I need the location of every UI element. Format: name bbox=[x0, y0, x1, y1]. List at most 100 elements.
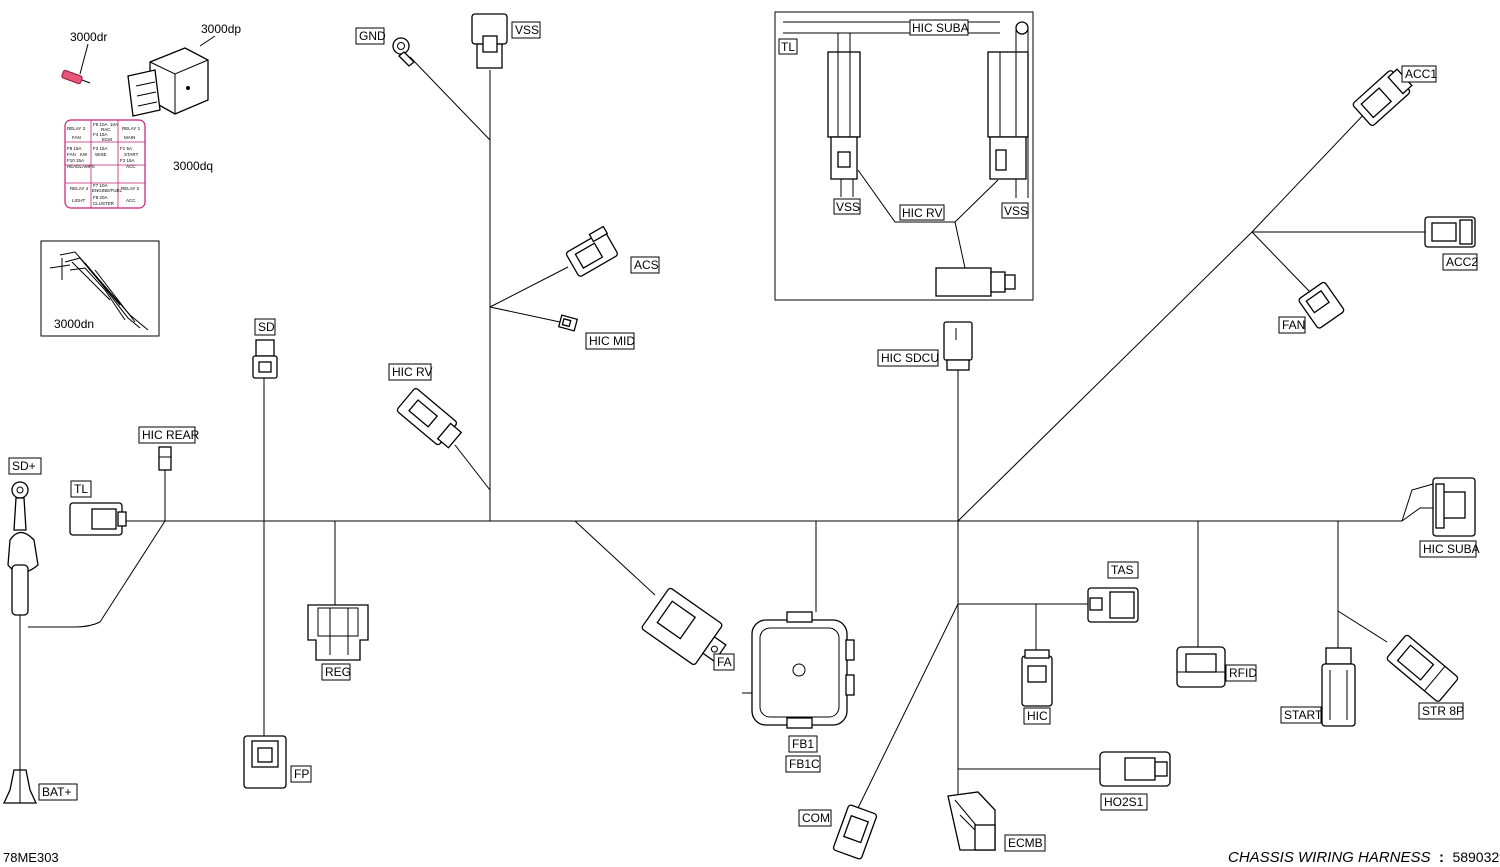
fuse-cell: FAN bbox=[67, 152, 76, 157]
fuse-box-3000dp: 3000dp bbox=[127, 22, 241, 117]
fuse-cell: WISE bbox=[95, 152, 107, 157]
drawing-id: 78ME303 bbox=[3, 850, 59, 865]
fuse-cell: RELAY 2 bbox=[121, 186, 140, 191]
fuse-cell: F3 15A bbox=[93, 146, 108, 151]
gnd-ring-terminal bbox=[392, 37, 415, 67]
str-8p-connector bbox=[1386, 634, 1459, 702]
fuse-cell: F4 15A bbox=[93, 132, 108, 137]
fuse-chart-cells: RELAY 3 F5 10A RAC 10A RELAY 1 FAN F4 15… bbox=[67, 122, 141, 206]
label-hic-suba: HIC SUBA bbox=[1423, 542, 1480, 556]
label-hic-rear: HIC REAR bbox=[142, 428, 200, 442]
sd-plus-terminal bbox=[7, 481, 39, 616]
fb1-fuse-box bbox=[742, 611, 855, 729]
hic-suba-connector bbox=[1432, 477, 1476, 537]
footer-separator: : bbox=[1439, 849, 1444, 866]
fuse-cell: 10A bbox=[110, 122, 118, 127]
inset-label-tl: TL bbox=[781, 40, 795, 54]
label-bat-plus: BAT+ bbox=[42, 785, 71, 799]
fuse-cell: F1 5A bbox=[120, 146, 132, 151]
fuse-cell: F9 15A bbox=[67, 146, 82, 151]
fuse-3000dr: 3000dr bbox=[61, 30, 107, 85]
fuse-part-number: 3000dr bbox=[70, 30, 107, 44]
acc1-connector bbox=[1352, 68, 1413, 127]
label-start: START bbox=[1284, 708, 1323, 722]
label-acs: ACS bbox=[634, 258, 659, 272]
fuse-cell: RAC bbox=[101, 127, 111, 132]
label-fp: FP bbox=[294, 767, 309, 781]
inset-label-vss-left: VSS bbox=[836, 200, 860, 214]
fuse-cell: MAIN bbox=[124, 135, 135, 140]
bat-plus-terminal bbox=[2, 769, 38, 804]
label-ho2s1: HO2S1 bbox=[1104, 795, 1144, 809]
label-fa: FA bbox=[717, 655, 732, 669]
fuse-cell: FAN bbox=[72, 135, 81, 140]
fuse-cell: ACC bbox=[126, 164, 136, 169]
harness-detail-icon bbox=[49, 251, 149, 331]
fuse-cell: RELAY 3 bbox=[67, 126, 86, 131]
label-hic-rv: HIC RV bbox=[392, 365, 432, 379]
footer-part-number: 589032985 bbox=[1452, 849, 1500, 865]
label-rfid: RFID bbox=[1229, 666, 1257, 680]
inset-label-vss-right: VSS bbox=[1004, 204, 1028, 218]
fuse-cell: F10 15A bbox=[67, 158, 84, 163]
hic-connector bbox=[1021, 649, 1053, 707]
vss-connector bbox=[471, 13, 508, 69]
fuse-icon bbox=[61, 69, 91, 85]
inset-label-hic-suba: HIC SUBA bbox=[912, 21, 969, 35]
reg-connector bbox=[307, 604, 369, 661]
label-sd: SD bbox=[258, 320, 275, 334]
footer-title-line: CHASSIS WIRING HARNESS : 589032985 bbox=[1228, 849, 1500, 866]
label-hic-sdcu: HIC SDCU bbox=[881, 351, 939, 365]
fuse-cell: F2 15A bbox=[120, 158, 135, 163]
fuse-cell: RELAY 4 bbox=[70, 186, 89, 191]
label-acc1: ACC1 bbox=[1405, 67, 1437, 81]
fuse-box-part-number: 3000dp bbox=[201, 22, 241, 36]
hic-rear-connector bbox=[158, 446, 172, 471]
fuse-cell: RELAY 1 bbox=[122, 126, 141, 131]
fa-connector bbox=[641, 587, 727, 666]
fuse-cell: F5 10A bbox=[93, 122, 108, 127]
fuse-cell: LIGHT bbox=[72, 198, 86, 203]
fuse-cell: F7 10A bbox=[93, 183, 108, 188]
start-connector bbox=[1321, 647, 1356, 727]
harness-wires bbox=[19, 56, 1434, 809]
hic-rv-connector bbox=[396, 388, 463, 449]
label-ecmb: ECMB bbox=[1008, 836, 1043, 850]
fuse-cell: ACC bbox=[126, 198, 136, 203]
fuse-cell: CLUSTER bbox=[93, 201, 115, 206]
hic-sdcu-connector bbox=[943, 321, 973, 371]
ecmb-connector bbox=[947, 791, 996, 851]
ho2s1-connector bbox=[1099, 751, 1171, 787]
label-fan: FAN bbox=[1282, 318, 1305, 332]
label-fb1c: FB1C bbox=[789, 757, 820, 771]
label-reg: REG bbox=[325, 665, 351, 679]
footer-title: CHASSIS WIRING HARNESS bbox=[1228, 849, 1431, 866]
tl-connector bbox=[69, 502, 127, 536]
inset-panel: TL HIC SUBA VSS HIC RV VSS bbox=[774, 11, 1034, 301]
fuse-cell: F8 20A bbox=[93, 195, 108, 200]
label-str-8p: STR 8P bbox=[1422, 704, 1464, 718]
label-hic-mid: HIC MID bbox=[589, 334, 635, 348]
acc2-connector bbox=[1424, 216, 1476, 248]
connector-labels: GND VSS ACS HIC MID HIC RV SD SD+ HIC RE… bbox=[8, 21, 1480, 852]
label-vss: VSS bbox=[515, 23, 539, 37]
label-com: COM bbox=[802, 811, 830, 825]
detail-3000dn: 3000dn bbox=[40, 240, 160, 337]
com-connector bbox=[832, 804, 878, 860]
tas-connector bbox=[1087, 587, 1139, 623]
fuse-cell: ECM bbox=[102, 137, 112, 142]
fuse-box-icon bbox=[127, 47, 209, 117]
fuse-layout-3000dq: RELAY 3 F5 10A RAC 10A RELAY 1 FAN F4 15… bbox=[64, 119, 213, 209]
label-hic: HIC bbox=[1027, 709, 1048, 723]
label-acc2: ACC2 bbox=[1446, 255, 1478, 269]
label-gnd: GND bbox=[359, 29, 386, 43]
fp-connector bbox=[243, 735, 287, 789]
fuse-layout-part-number: 3000dq bbox=[173, 159, 213, 173]
fuse-cell: START bbox=[124, 152, 139, 157]
rfid-connector bbox=[1176, 646, 1226, 688]
label-fb1: FB1 bbox=[792, 737, 814, 751]
fuse-cell: ENGINE/FUEL bbox=[92, 188, 123, 193]
label-tas: TAS bbox=[1111, 563, 1133, 577]
label-sd-plus: SD+ bbox=[12, 459, 36, 473]
acs-connector bbox=[565, 225, 618, 277]
